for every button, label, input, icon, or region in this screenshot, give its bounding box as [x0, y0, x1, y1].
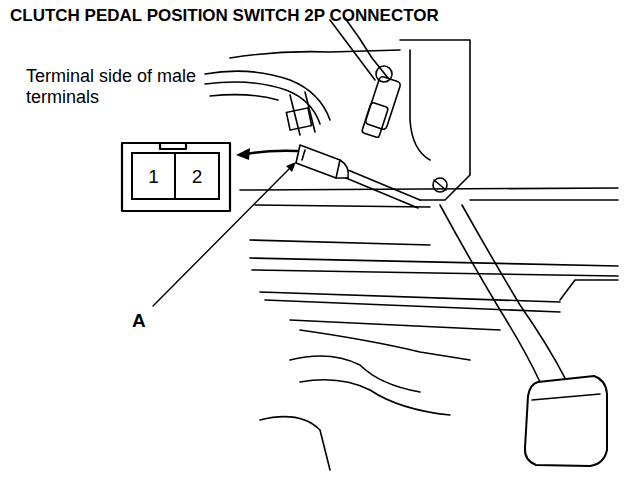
terminal-number: 2: [192, 167, 203, 186]
part-letter: A: [132, 311, 146, 330]
body-panel-lines: [240, 188, 618, 470]
leader-head: [286, 162, 296, 172]
pedal-bracket: [400, 40, 470, 200]
terminal-number: 1: [148, 167, 159, 186]
switch-body: [361, 66, 401, 138]
connector-face: [122, 143, 230, 211]
diagram-title: CLUTCH PEDAL POSITION SWITCH 2P CONNECTO…: [10, 6, 439, 26]
view-arrow: [236, 148, 297, 160]
wire-harness: [205, 18, 400, 135]
terminal-cell: 1: [131, 152, 176, 200]
terminal-cell: 2: [174, 152, 220, 200]
connector-plug: [296, 145, 420, 208]
pedal-pad: [525, 376, 607, 466]
view-note: Terminal side of male terminals: [26, 66, 204, 108]
pedal-arm: [440, 205, 566, 382]
